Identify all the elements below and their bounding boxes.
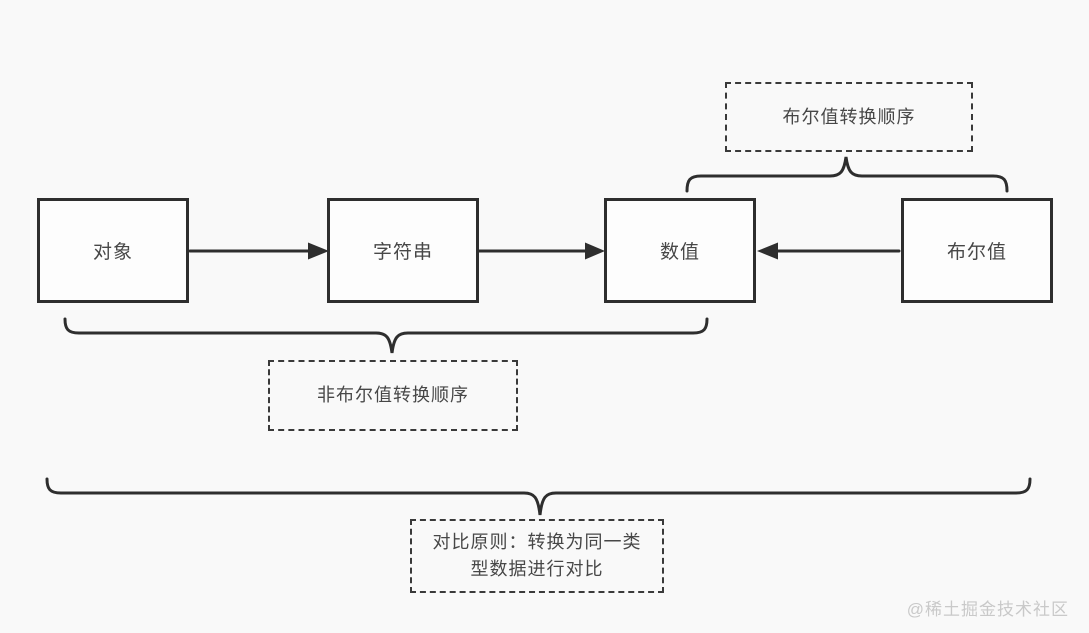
annotation-non-boolean-label: 非布尔值转换顺序 [317, 385, 469, 405]
node-number: 数值 [604, 198, 756, 303]
node-string-label: 字符串 [372, 242, 433, 263]
node-string: 字符串 [327, 198, 479, 303]
annotation-non-boolean-conversion-order: 非布尔值转换顺序 [268, 360, 518, 431]
annotation-boolean-label: 布尔值转换顺序 [782, 106, 916, 127]
brace-comparison-principle [45, 477, 1032, 516]
node-boolean-label: 布尔值 [946, 242, 1007, 263]
arrow-object-to-string [188, 242, 329, 260]
watermark: @稀土掘金技术社区 [906, 600, 1069, 619]
node-number-label: 数值 [659, 242, 700, 263]
node-boolean: 布尔值 [901, 198, 1053, 303]
arrow-boolean-to-number [757, 242, 901, 260]
node-object-label: 对象 [92, 242, 133, 263]
node-object: 对象 [37, 198, 189, 303]
annotation-boolean-conversion-order: 布尔值转换顺序 [725, 82, 973, 152]
arrow-string-to-number [477, 242, 605, 260]
brace-non-boolean-order [63, 317, 709, 354]
annotation-comparison-principle: 对比原则：转换为同一类 型数据进行对比 [410, 519, 664, 593]
brace-boolean-order [685, 156, 1009, 193]
annotation-comparison-label: 对比原则：转换为同一类 型数据进行对比 [432, 532, 642, 579]
